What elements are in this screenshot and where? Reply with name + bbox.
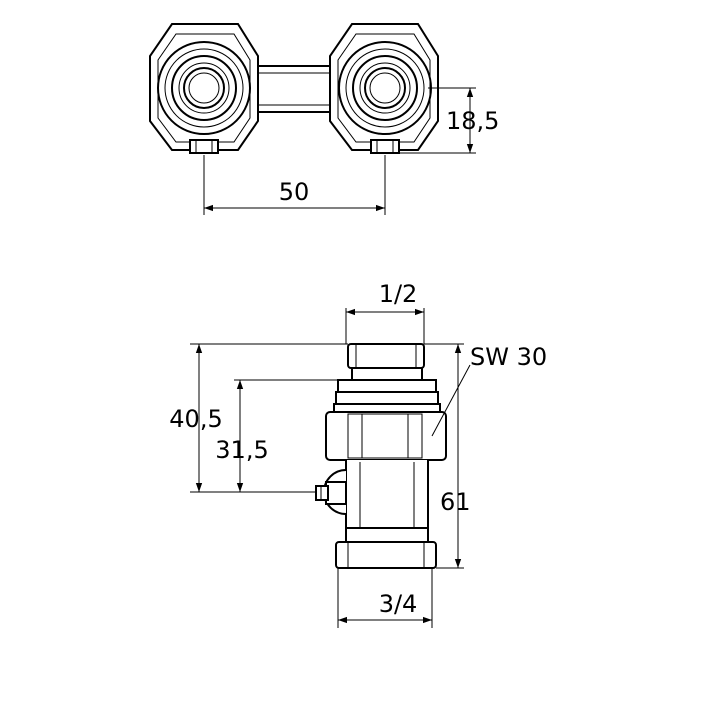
right-fitting-top: [329, 23, 439, 154]
dimension-height-total-label: 40,5: [169, 405, 222, 433]
wrench-size-label: SW 30: [470, 343, 547, 371]
dimension-offset-label: 18,5: [446, 107, 499, 135]
dimension-bottom-thread-label: 3/4: [379, 590, 418, 618]
hex-nut: [325, 411, 447, 461]
dimension-top-thread: 1/2: [345, 280, 425, 344]
dimension-height-inner-label: 31,5: [215, 436, 268, 464]
dimension-spacing: 50: [203, 155, 386, 215]
collar: [333, 367, 441, 413]
dimension-height-total: 40,5: [169, 343, 348, 493]
dimension-offset: 18,5: [400, 87, 499, 154]
bottom-coupling: [335, 527, 437, 569]
dimension-bottom-thread: 3/4: [337, 568, 433, 628]
side-view: 1/2 3/4 40,5 31,5 61: [169, 280, 547, 628]
top-thread-cap: [347, 343, 425, 369]
connecting-bridge: [251, 65, 335, 113]
dimension-length: 61: [424, 343, 471, 569]
dimension-top-thread-label: 1/2: [379, 280, 418, 308]
left-fitting-top: [149, 23, 259, 154]
wrench-size-callout: SW 30: [431, 343, 547, 437]
dimension-length-label: 61: [440, 488, 471, 516]
dimension-spacing-label: 50: [279, 178, 310, 206]
top-view: 50 18,5: [149, 23, 499, 215]
dimension-height-inner: 31,5: [215, 379, 352, 492]
side-lock-stub: [315, 469, 347, 515]
